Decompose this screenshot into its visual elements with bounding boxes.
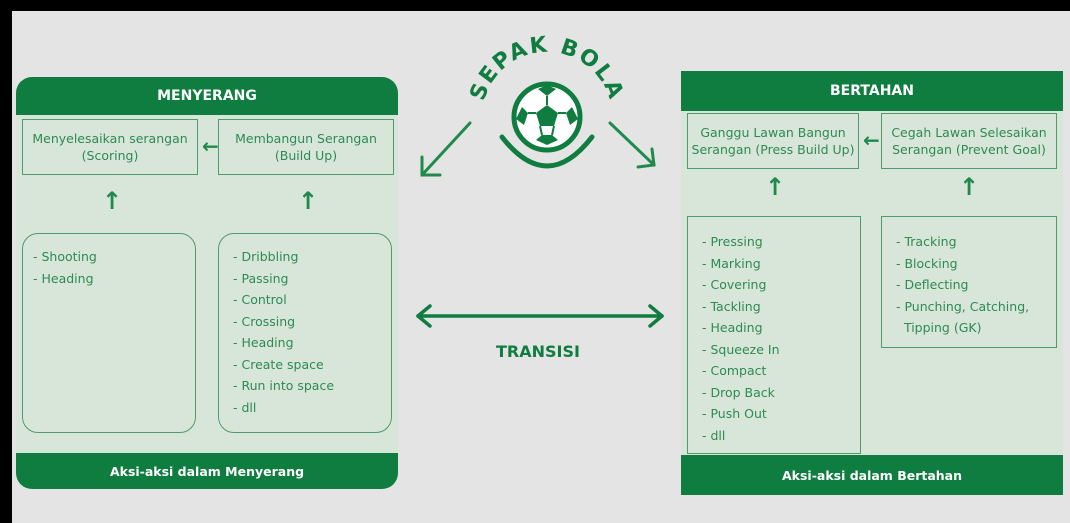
list-item: - Control: [233, 292, 287, 307]
attack-scoring-actions: - Shooting - Heading: [22, 233, 196, 433]
defense-panel: BERTAHAN Ganggu Lawan Bangun Serangan (P…: [681, 71, 1063, 495]
list-item: - Shooting: [33, 249, 97, 264]
arrow-to-defense-icon: [608, 121, 656, 167]
left-arrow-icon: ←: [863, 128, 880, 152]
list-item: - Tracking: [896, 234, 957, 249]
defense-press-line2: Serangan (Press Build Up): [691, 142, 855, 157]
list-item: - dll: [702, 427, 726, 443]
attack-footer: Aksi-aksi dalam Menyerang: [16, 453, 398, 489]
list-item: - Deflecting: [896, 277, 969, 292]
defense-press-box: Ganggu Lawan Bangun Serangan (Press Buil…: [687, 113, 859, 169]
attack-panel: MENYERANG Menyelesaikan serangan (Scorin…: [16, 77, 398, 489]
left-arrow-icon: ←: [202, 134, 219, 158]
list-item: - Heading: [33, 270, 94, 286]
soccer-ball-icon: [511, 81, 583, 153]
sepak-bola-logo: SEPAK BOLA: [466, 32, 626, 169]
attack-buildup-actions: - Dribbling - Passing - Control - Crossi…: [218, 233, 392, 433]
defense-prevent-list: - Tracking - Blocking - Deflecting - Pun…: [896, 231, 1056, 339]
defense-prevent-line1: Cegah Lawan Selesaikan: [891, 125, 1047, 140]
transition-double-arrow-icon: [416, 304, 664, 328]
list-item: - Dribbling: [233, 249, 299, 264]
attack-buildup-line1: Membangun Serangan: [235, 131, 377, 146]
list-item: - Heading: [233, 335, 294, 350]
attack-buildup-list: - Dribbling - Passing - Control - Crossi…: [233, 246, 391, 418]
list-item: - Punching, Catching,: [896, 298, 1030, 314]
logo-arrows: [420, 121, 656, 177]
list-item: - Compact: [702, 363, 767, 378]
attack-buildup-line2: (Build Up): [274, 148, 338, 163]
list-item: Tipping (GK): [896, 320, 982, 335]
list-item: - Drop Back: [702, 384, 775, 400]
logo-arc-icon: [499, 134, 595, 169]
defense-press-list: - Pressing - Marking - Covering - Tackli…: [702, 231, 860, 446]
attack-scoring-line1: Menyelesaikan serangan: [32, 131, 188, 146]
list-item: - Create space: [233, 356, 324, 372]
list-item: - Pressing: [702, 234, 763, 249]
defense-press-actions: - Pressing - Marking - Covering - Tackli…: [687, 216, 861, 454]
list-item: - Squeeze In: [702, 341, 780, 357]
list-item: - Marking: [702, 255, 761, 271]
up-arrow-icon: ↑: [765, 173, 786, 201]
list-item: - Tackling: [702, 298, 761, 314]
list-item: - Passing: [233, 270, 289, 286]
list-item: - Crossing: [233, 313, 296, 329]
transition-label: TRANSISI: [496, 342, 580, 361]
defense-header: BERTAHAN: [681, 71, 1063, 111]
list-item: - Push Out: [702, 406, 767, 421]
attack-scoring-line2: (Scoring): [81, 148, 139, 163]
list-item: - Heading: [702, 320, 763, 335]
arrow-to-attack-icon: [420, 121, 472, 177]
attack-header: MENYERANG: [16, 77, 398, 115]
up-arrow-icon: ↑: [298, 187, 319, 215]
defense-prevent-line2: Serangan (Prevent Goal): [892, 142, 1046, 157]
list-item: - Covering: [702, 277, 767, 292]
diagram-frame: MENYERANG Menyelesaikan serangan (Scorin…: [12, 11, 1070, 523]
up-arrow-icon: ↑: [102, 187, 123, 215]
defense-prevent-box: Cegah Lawan Selesaikan Serangan (Prevent…: [881, 113, 1057, 169]
defense-prevent-actions: - Tracking - Blocking - Deflecting - Pun…: [881, 216, 1057, 348]
defense-press-line1: Ganggu Lawan Bangun: [700, 125, 846, 140]
attack-buildup-box: Membangun Serangan (Build Up): [218, 119, 394, 175]
attack-scoring-list: - Shooting - Heading: [33, 246, 195, 289]
list-item: - Run into space: [233, 378, 335, 393]
attack-scoring-box: Menyelesaikan serangan (Scoring): [22, 119, 198, 175]
up-arrow-icon: ↑: [959, 173, 980, 201]
defense-footer: Aksi-aksi dalam Bertahan: [681, 455, 1063, 495]
list-item: - Blocking: [896, 255, 958, 271]
list-item: - dll: [233, 399, 257, 415]
